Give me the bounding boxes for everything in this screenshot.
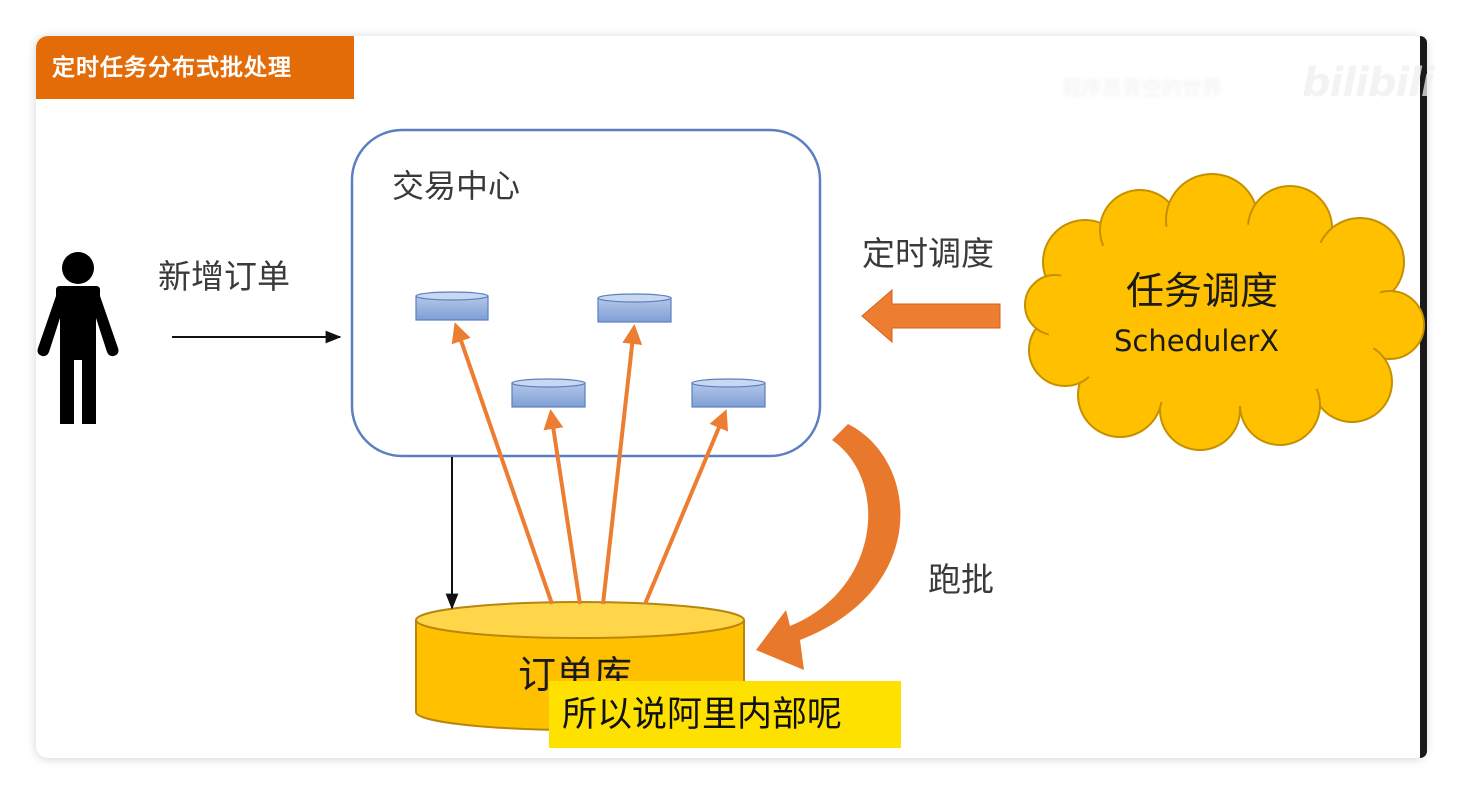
scheduler-arrow-label: 定时调度 bbox=[862, 234, 994, 273]
dispatch-arrow bbox=[543, 409, 582, 605]
batch-label: 跑批 bbox=[928, 560, 994, 599]
schedule-arrow bbox=[861, 288, 1001, 344]
trading-center-title: 交易中心 bbox=[392, 167, 521, 205]
user-icon bbox=[37, 252, 119, 424]
scheduler-cloud bbox=[1024, 173, 1425, 451]
node-disk bbox=[511, 378, 586, 408]
node-disk bbox=[597, 293, 672, 323]
new-order-label: 新增订单 bbox=[158, 257, 290, 296]
batch-arrow bbox=[756, 424, 901, 670]
scheduler-subtitle: SchedulerX bbox=[1114, 324, 1280, 358]
node-disk bbox=[415, 291, 489, 321]
page-title: 定时任务分布式批处理 bbox=[52, 55, 292, 81]
window-edge bbox=[1420, 36, 1427, 758]
trading-center-box bbox=[350, 128, 822, 458]
video-subtitle: 所以说阿里内部呢 bbox=[562, 695, 843, 735]
scheduler-title: 任务调度 bbox=[1126, 269, 1279, 313]
title-bar bbox=[36, 36, 354, 99]
dispatch-arrow bbox=[643, 409, 729, 605]
dispatch-arrow bbox=[451, 322, 554, 605]
node-disk bbox=[691, 378, 766, 408]
subtitle-bar bbox=[549, 681, 901, 748]
dispatch-arrow bbox=[601, 324, 643, 605]
